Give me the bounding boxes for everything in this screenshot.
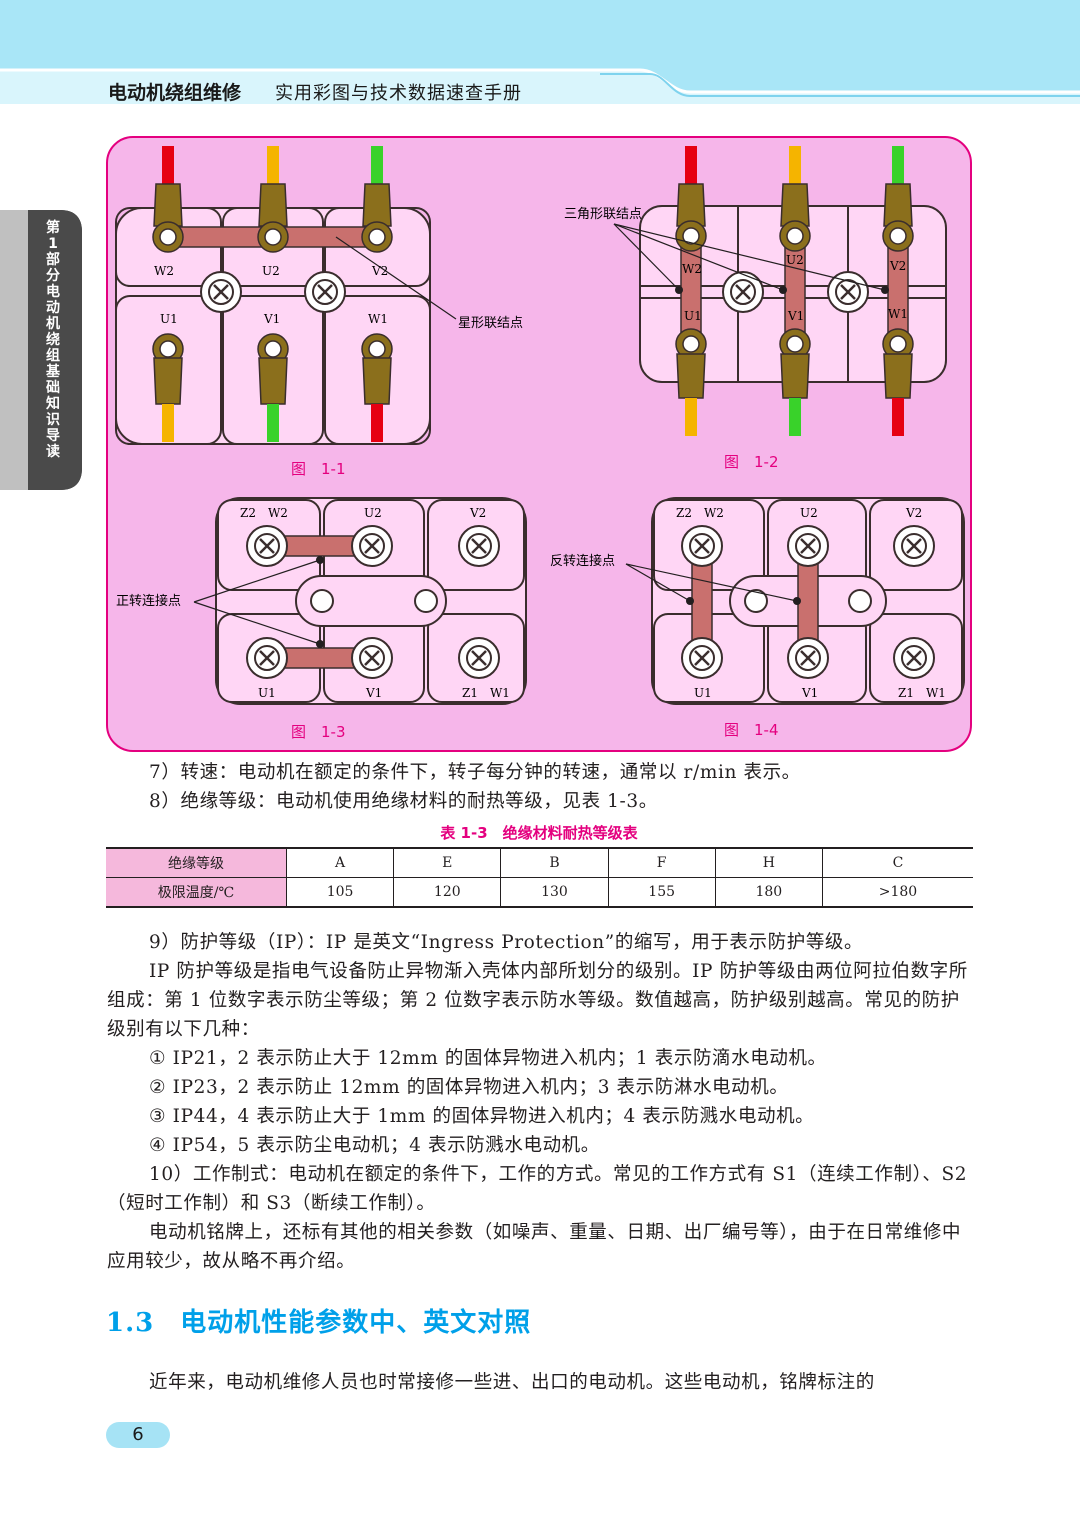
- chapter-side-tab: [0, 210, 82, 490]
- ip-item-2: ② IP23，2 表示防止 12mm 的固体异物进入机内；3 表示防淋水电动机。: [149, 1077, 789, 1098]
- book-title: 电动机绕组维修: [108, 82, 242, 104]
- fig2-callout: 三角形联结点: [564, 207, 642, 222]
- items-7-8: 7）转速：电动机在额定的条件下，转子每分钟的转速，通常以 r/min 表示。 8…: [107, 758, 973, 816]
- fig1-callout: 星形联结点: [458, 316, 523, 331]
- fig4-label-v1: V1: [801, 686, 818, 700]
- fig1-label-u2: U2: [262, 264, 280, 278]
- fig4-caption: 图 1-4: [724, 721, 779, 739]
- table-cell: 130: [500, 877, 609, 908]
- table-cell: 极限温度/℃: [106, 877, 287, 908]
- section-intro: 近年来，电动机维修人员也时常接修一些进、出口的电动机。这些电动机，铭牌标注的: [107, 1368, 973, 1397]
- fig4-label-u2: U2: [800, 506, 818, 520]
- table-cell: F: [607, 847, 716, 878]
- item-9: 9）防护等级（IP）：IP 是英文“Ingress Protection”的缩写…: [149, 932, 864, 953]
- body-text: 9）防护等级（IP）：IP 是英文“Ingress Protection”的缩写…: [107, 928, 973, 1276]
- fig2-label-v1: V1: [787, 309, 804, 323]
- ip-item-1: ① IP21，2 表示防止大于 12mm 的固体异物进入机内；1 表示防滴水电动…: [149, 1048, 827, 1069]
- fig3-label-u1: U1: [258, 686, 276, 700]
- fig3-label-v2: V2: [469, 506, 486, 520]
- fig4-callout: 反转连接点: [550, 553, 615, 569]
- table-cell: A: [285, 847, 394, 878]
- fig3-callout: 正转连接点: [116, 593, 181, 609]
- chapter-side-text: 第1部分 电动机绕组基础知识导读: [46, 220, 60, 460]
- table-cell: 绝缘等级: [106, 847, 287, 878]
- table-cell: B: [500, 847, 609, 878]
- fig1-label-u1: U1: [160, 312, 178, 326]
- item-10: 10）工作制式：电动机在额定的条件下，工作的方式。常见的工作方式有 S1（连续工…: [107, 1164, 968, 1214]
- fig4-label-v2: V2: [905, 506, 922, 520]
- insulation-grade-table: 绝缘等级 A E B F H C 极限温度/℃ 105 120 130 155 …: [106, 847, 973, 908]
- table-cell: 105: [285, 877, 394, 908]
- fig2-label-u2: U2: [786, 253, 804, 267]
- table-caption: 表 1-3 绝缘材料耐热等级表: [440, 824, 638, 842]
- fig1-caption: 图 1-1: [291, 460, 346, 478]
- table-cell: H: [714, 847, 823, 878]
- ip-paragraph: IP 防护等级是指电气设备防止异物渐入壳体内部所划分的级别。IP 防护等级由两位…: [107, 961, 968, 1040]
- fig1-label-v1: V1: [263, 312, 280, 326]
- fig2-label-w2: W2: [682, 262, 702, 276]
- table-row: 极限温度/℃ 105 120 130 155 180 >180: [106, 877, 973, 908]
- book-subtitle: 实用彩图与技术数据速查手册: [275, 83, 522, 104]
- fig3-label-v1: V1: [365, 686, 382, 700]
- page-number: 6: [106, 1422, 170, 1448]
- fig4-label-z2w2: Z2 W2: [676, 506, 724, 520]
- fig3-label-u2: U2: [364, 506, 382, 520]
- ip-item-4: ④ IP54，5 表示防尘电动机；4 表示防溅水电动机。: [149, 1135, 600, 1156]
- section-heading: 1.3 电动机性能参数中、英文对照: [106, 1302, 531, 1339]
- table-cell: >180: [821, 877, 973, 908]
- page-header: [0, 0, 1080, 104]
- fig4-label-z1w1: Z1 W1: [898, 686, 946, 700]
- fig1-label-w2: W2: [154, 264, 174, 278]
- figure-1-2: 三角形联结点 W2 U2 V2 U1 V1 W1 图 1-2: [564, 146, 947, 471]
- fig3-caption: 图 1-3: [291, 723, 346, 741]
- fig1-label-w1: W1: [368, 312, 388, 326]
- table-cell: 180: [714, 877, 823, 908]
- fig3-label-z1w1: Z1 W1: [462, 686, 510, 700]
- fig2-label-v2: V2: [889, 259, 906, 273]
- table-row: 绝缘等级 A E B F H C: [106, 847, 973, 878]
- table-cell: 155: [607, 877, 716, 908]
- intro-paragraph: 近年来，电动机维修人员也时常接修一些进、出口的电动机。这些电动机，铭牌标注的: [149, 1372, 875, 1393]
- section-title: 电动机性能参数中、英文对照: [180, 1308, 532, 1338]
- figure-1-3: 正转连接点 Z2 W2 U2 V2 U1 V1 Z1 W1 图 1-3: [116, 497, 527, 741]
- fig2-label-w1: W1: [888, 307, 908, 321]
- fig2-label-u1: U1: [684, 309, 702, 323]
- fig4-label-u1: U1: [694, 686, 712, 700]
- figure-1-1: W2 U2 V2 U1 V1 W1 星形联结点 图 1-1: [115, 146, 523, 478]
- table-cell: 120: [393, 877, 501, 908]
- section-number: 1.3: [106, 1308, 155, 1338]
- fig2-caption: 图 1-2: [724, 453, 779, 471]
- item-7: 7）转速：电动机在额定的条件下，转子每分钟的转速，通常以 r/min 表示。: [149, 762, 801, 783]
- fig1-label-v2: V2: [371, 264, 388, 278]
- table-cell: C: [821, 847, 973, 878]
- wiring-figures-panel: W2 U2 V2 U1 V1 W1 星形联结点 图 1-1: [106, 136, 972, 752]
- table-cell: E: [393, 847, 501, 878]
- other-params-paragraph: 电动机铭牌上，还标有其他的相关参数（如噪声、重量、日期、出厂编号等），由于在日常…: [107, 1222, 962, 1272]
- item-8: 8）绝缘等级：电动机使用绝缘材料的耐热等级，见表 1-3。: [149, 791, 658, 812]
- ip-item-3: ③ IP44，4 表示防止大于 1mm 的固体异物进入机内；4 表示防溅水电动机…: [149, 1106, 815, 1127]
- figure-1-4: 反转连接点 Z2 W2 U2 V2 U1 V1 Z1 W1 图 1-4: [550, 497, 965, 739]
- fig3-label-z2w2: Z2 W2: [240, 506, 288, 520]
